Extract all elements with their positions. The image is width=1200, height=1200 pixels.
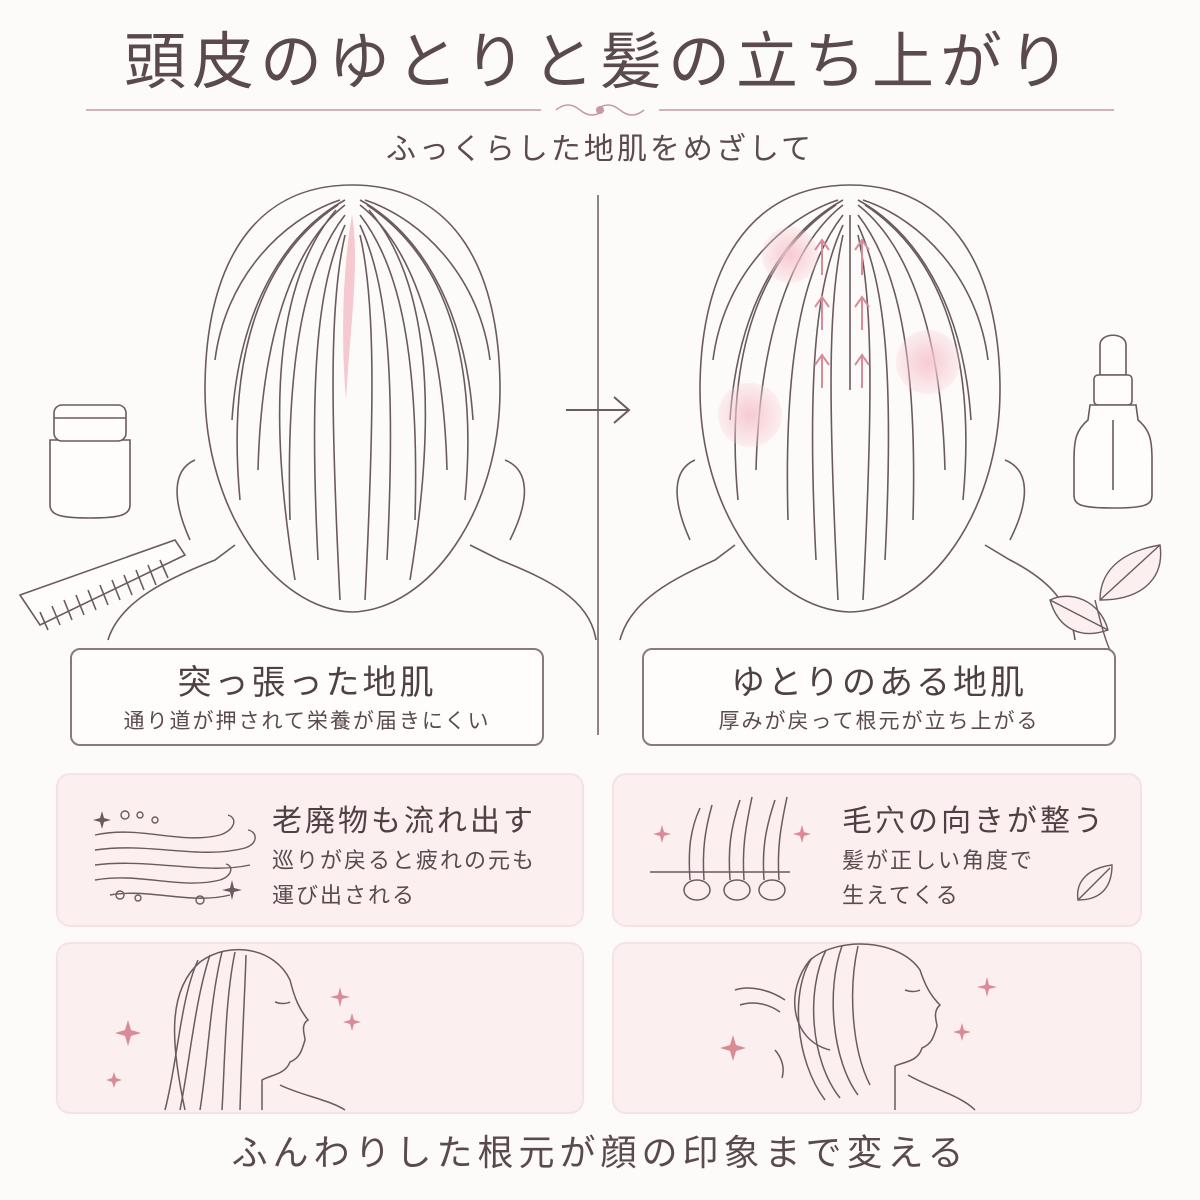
serum-bottle-icon bbox=[1073, 334, 1153, 509]
waste-flow-body-line1: 巡りが戻ると疲れの元も bbox=[272, 849, 537, 874]
upward-arrows-icon bbox=[814, 238, 870, 388]
straight-hair-card bbox=[56, 942, 584, 1114]
glow-spot bbox=[762, 227, 818, 283]
page-subtitle: ふっくらした地肌をめざして bbox=[385, 132, 815, 167]
leaf-icon bbox=[1049, 544, 1162, 651]
waste-flow-body-line2: 運び出される bbox=[272, 884, 417, 909]
pore-direction-body-line1: 髪が正しい角度で bbox=[842, 849, 1035, 874]
page-title: 頭皮のゆとりと髪の立ち上がり bbox=[123, 25, 1076, 98]
tight-part-line bbox=[343, 215, 356, 400]
tight-scalp-title: 突っ張った地肌 bbox=[177, 663, 437, 703]
pore-direction-heading: 毛穴の向きが整う bbox=[842, 804, 1106, 839]
transition-arrow-icon bbox=[566, 396, 631, 424]
footer-caption: ふんわりした根元が顔の印象まで変える bbox=[231, 1133, 969, 1174]
cream-jar-icon bbox=[49, 404, 131, 519]
waste-flow-heading: 老廃物も流れ出す bbox=[272, 804, 536, 839]
pore-direction-body-line2: 生えてくる bbox=[842, 884, 960, 909]
tight-scalp-head bbox=[107, 184, 597, 641]
relaxed-scalp-head bbox=[619, 184, 1076, 641]
pore-direction-text: 毛穴の向きが整う 髪が正しい角度で 生えてくる bbox=[842, 800, 1106, 914]
tight-scalp-description: 通り道が押されて栄養が届きにくい bbox=[123, 709, 491, 733]
tight-scalp-label: 突っ張った地肌 通り道が押されて栄養が届きにくい bbox=[70, 648, 544, 746]
glow-spot bbox=[718, 383, 782, 447]
comb-icon bbox=[18, 539, 187, 631]
waste-flow-text: 老廃物も流れ出す 巡りが戻ると疲れの元も 運び出される bbox=[272, 800, 536, 914]
volume-hair-card bbox=[612, 942, 1142, 1114]
ornament-divider bbox=[86, 104, 1114, 116]
relaxed-scalp-title: ゆとりのある地肌 bbox=[731, 663, 1027, 703]
relaxed-scalp-description: 厚みが戻って根元が立ち上がる bbox=[718, 709, 1040, 733]
relaxed-scalp-label: ゆとりのある地肌 厚みが戻って根元が立ち上がる bbox=[642, 648, 1116, 746]
glow-spot bbox=[896, 330, 960, 394]
